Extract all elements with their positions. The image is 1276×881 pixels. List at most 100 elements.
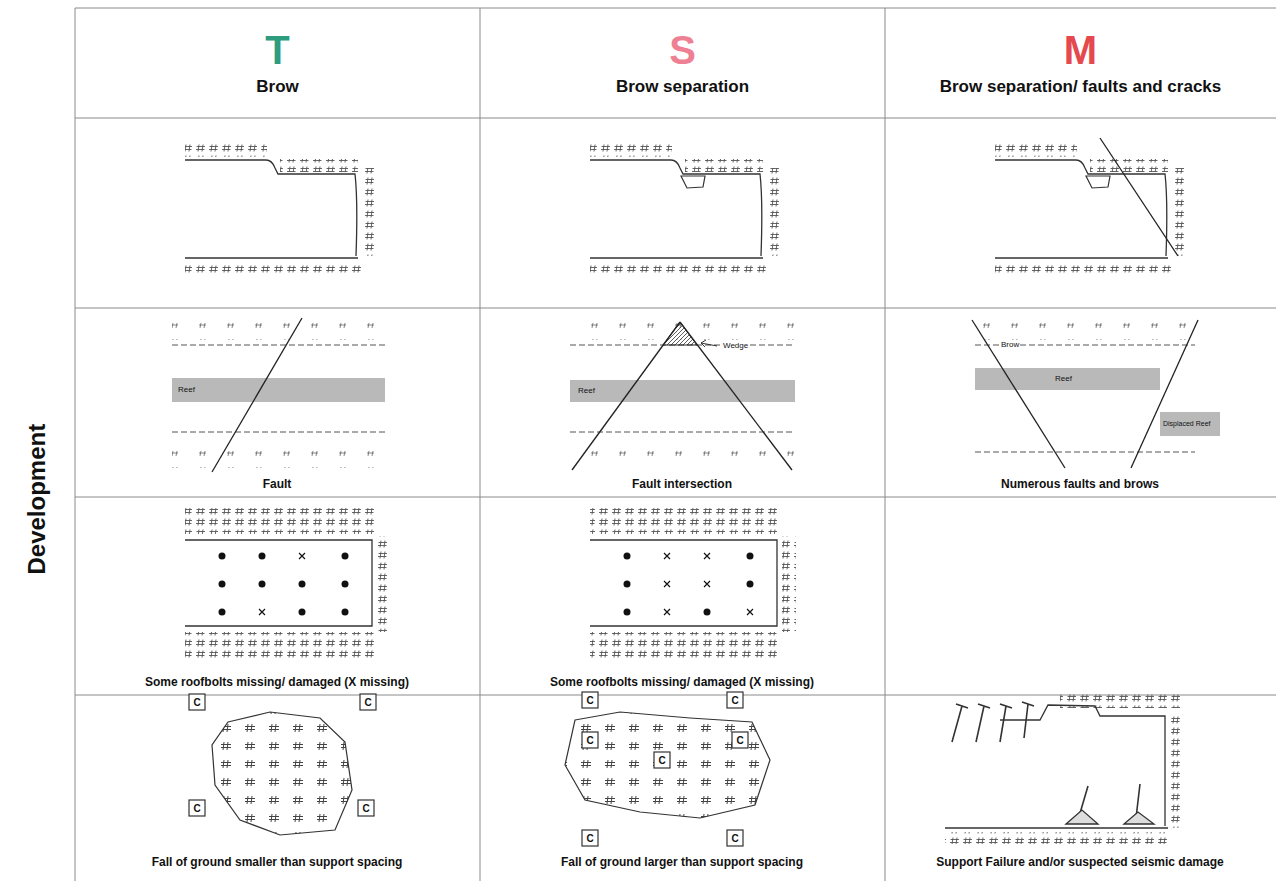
support-symbol-label: C: [586, 833, 593, 844]
sketch-line: [172, 378, 385, 402]
support-symbol-label: C: [364, 697, 371, 708]
roofbolt-grid-sketch: [185, 508, 391, 658]
sketch-line: [75, 308, 1276, 309]
sketch-line: [975, 323, 1195, 340]
sketch-line: [582, 692, 598, 708]
caption: Numerous faults and brows: [1001, 478, 1159, 491]
sketch-line: [189, 694, 205, 710]
sketch-line: [727, 830, 743, 846]
header-cell: SBrow separation: [480, 8, 885, 118]
sketch-line: [259, 553, 305, 615]
support-symbol-label: C: [362, 803, 369, 814]
row-label: Development: [0, 118, 75, 881]
sketch-line: [590, 508, 780, 534]
header-cell: T Brow: [75, 8, 480, 118]
sketch-line: [342, 553, 349, 560]
sketch-line: [185, 540, 372, 626]
sketch-line: [342, 609, 349, 616]
sketch-line: [1131, 320, 1198, 468]
support-failure-sketch: [945, 694, 1184, 844]
brow-separation-sketch: [590, 144, 781, 275]
sketch-line: [172, 440, 384, 468]
separated-slab: [681, 176, 705, 188]
sketch-line: [704, 609, 711, 616]
sketch-line: [172, 345, 385, 346]
separated-slab: [1086, 176, 1110, 188]
sketch-line: [972, 320, 1065, 468]
sketch-line: [582, 732, 598, 748]
sketch-line: [732, 732, 748, 748]
sketch-line: [624, 553, 631, 560]
sketch-line: [212, 712, 352, 835]
sketch-line: [975, 456, 1195, 466]
sketch-line: [885, 8, 886, 881]
sketch-line: [570, 440, 795, 466]
sketch-line: [1160, 412, 1220, 436]
sketch-line: [590, 632, 780, 658]
fault-intersection-sketch: [570, 322, 795, 470]
sketch-line: [624, 581, 631, 588]
sketch-line: [219, 553, 349, 616]
caption: Fault intersection: [632, 478, 732, 491]
sketch-line: [189, 800, 205, 816]
category-letter: M: [1064, 30, 1097, 70]
sketch-line: [727, 692, 743, 708]
sketch-line: [299, 609, 306, 616]
sketch-line: [664, 553, 753, 615]
category-title: Brow: [256, 78, 299, 97]
support-symbol-label: C: [193, 803, 200, 814]
sketch-line: [952, 702, 1034, 742]
roofbolt-grid-sketch: [590, 508, 796, 658]
sketch-line: [565, 712, 770, 818]
sketch-line: [75, 8, 76, 881]
table-grid: [75, 8, 1276, 881]
sketch-label: Displaced Reef: [1163, 420, 1210, 428]
sketch-line: [945, 827, 1168, 828]
caption: Some roofbolts missing/ damaged (X missi…: [550, 676, 814, 689]
sketch-label: Reef: [1055, 375, 1072, 384]
sketch-line: [75, 118, 1276, 119]
fall-of-ground-sketch: [565, 692, 770, 846]
fall-of-ground-sketch: [189, 694, 376, 835]
support-symbol-label: C: [731, 833, 738, 844]
caption: Fall of ground larger than support spaci…: [561, 856, 803, 869]
sketch-line: [358, 800, 374, 816]
sketch-line: [259, 581, 266, 588]
sketch-line: [945, 832, 1170, 844]
sketch-line: [172, 323, 384, 340]
support-symbol-label: C: [193, 697, 200, 708]
row-label-text: Development: [24, 424, 50, 575]
sketch-line: [1000, 705, 1165, 826]
sketch-line: [624, 553, 754, 616]
sketch-line: [590, 540, 777, 626]
caption: Fall of ground smaller than support spac…: [152, 856, 403, 869]
sketch-line: [185, 632, 375, 658]
support-symbol-label: C: [658, 755, 665, 766]
sketch-line: [299, 581, 306, 588]
caption: Support Failure and/or suspected seismic…: [936, 856, 1223, 869]
sketch-label: Reef: [578, 387, 595, 396]
sketch-line: [75, 497, 1276, 498]
brow-fault-sketch: [995, 144, 1186, 275]
sketch-line: [480, 8, 481, 881]
sketch-line: [570, 432, 795, 433]
sketch-line: [624, 609, 631, 616]
sketch-line: [782, 536, 796, 632]
sketch-line: [75, 8, 1276, 9]
support-symbol-label: C: [731, 695, 738, 706]
category-title: Brow separation/ faults and cracks: [940, 78, 1222, 97]
sketch-label: Reef: [178, 386, 195, 395]
category-letter: T: [265, 30, 289, 70]
sketch-line: [1170, 716, 1184, 828]
sketch-line: [570, 380, 795, 402]
sketch-line: [747, 581, 754, 588]
support-symbol-label: C: [586, 695, 593, 706]
support-symbol-label: C: [586, 735, 593, 746]
caption: Some roofbolts missing/ damaged (X missi…: [145, 676, 409, 689]
sketch-line: [747, 553, 754, 560]
sketch-line: [975, 368, 1160, 390]
sketch-line: [212, 318, 302, 472]
fault-sketch: [172, 318, 385, 472]
support-symbol-label: C: [736, 735, 743, 746]
